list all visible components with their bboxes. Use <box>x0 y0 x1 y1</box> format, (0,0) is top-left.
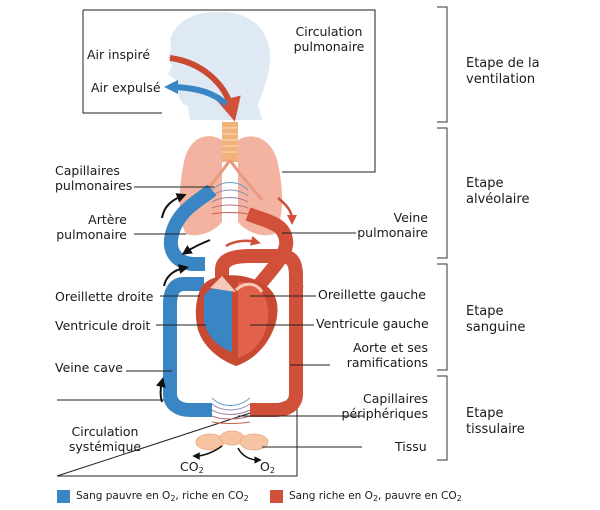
legend-blue-text: Sang pauvre en O2, riche en CO2 <box>76 490 249 503</box>
peripheral-capillaries <box>211 397 251 424</box>
label-air-inspire: Air inspiré <box>87 47 151 62</box>
air-expelled-arrow <box>173 84 229 107</box>
label-aorte: Aorte et ses ramifications <box>346 340 428 370</box>
pulmonary-capillaries <box>211 182 249 215</box>
heart <box>195 275 278 366</box>
label-co2: CO2 <box>180 459 204 475</box>
bracket-alveolaire <box>437 127 448 259</box>
bracket-ventilation <box>437 6 448 123</box>
legend-blue-swatch <box>57 490 70 503</box>
label-ventricule-gauche: Ventricule gauche <box>316 316 429 331</box>
label-capillaires-pulmonaires: Capillaires pulmonaires <box>55 163 133 193</box>
pulmonary-vein-red <box>245 207 294 295</box>
vena-cava-blue <box>163 277 212 417</box>
tissue <box>195 430 269 451</box>
pulmonary-frame <box>82 9 376 173</box>
bracket-tissulaire <box>437 375 448 461</box>
legend-red: Sang riche en O2, pauvre en CO2 <box>270 490 462 503</box>
right-lung <box>238 136 283 236</box>
legend-red-text: Sang riche en O2, pauvre en CO2 <box>289 490 462 503</box>
label-o2: O2 <box>260 459 275 475</box>
label-capillaires-peripheriques: Capillaires périphériques <box>341 391 428 421</box>
bracket-sanguine <box>437 263 448 371</box>
label-ventricule-droit: Ventricule droit <box>55 318 151 333</box>
label-air-expulse: Air expulsé <box>91 80 161 95</box>
label-circulation-pulmonaire: Circulation pulmonaire <box>293 24 365 54</box>
label-oreillette-gauche: Oreillette gauche <box>318 287 426 302</box>
legend-blue: Sang pauvre en O2, riche en CO2 <box>57 490 249 503</box>
legend-red-swatch <box>270 490 283 503</box>
label-oreillette-droite: Oreillette droite <box>55 289 154 304</box>
label-circulation-systemique: Circulation systémique <box>68 424 142 454</box>
label-veine-pulmonaire: Veine pulmonaire <box>357 210 428 240</box>
head-silhouette <box>168 11 271 120</box>
air-inspired-arrow <box>169 55 241 122</box>
label-tissu: Tissu <box>395 439 427 454</box>
label-veine-cave: Veine cave <box>55 360 123 375</box>
label-artere-pulmonaire: Artère pulmonaire <box>56 212 127 242</box>
